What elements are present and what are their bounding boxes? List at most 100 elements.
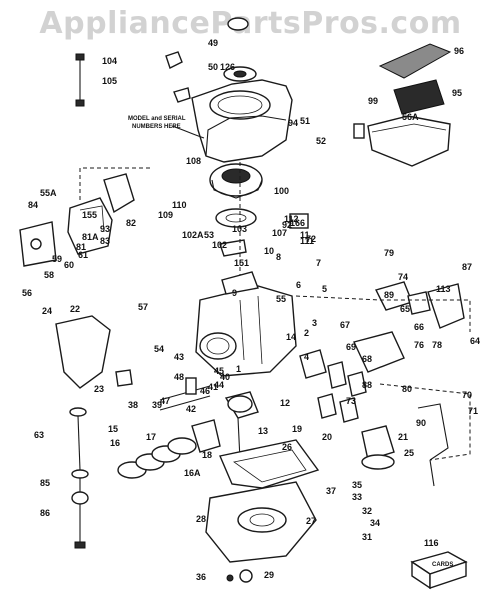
part-label: 50	[208, 62, 218, 72]
part-label: 59	[52, 254, 62, 264]
part-label: 56	[22, 288, 32, 298]
part-label: 108	[186, 156, 201, 166]
part-label: 5	[322, 284, 327, 294]
part-label: 99	[368, 96, 378, 106]
part-label: 45	[214, 366, 224, 376]
bolt-104	[75, 53, 85, 107]
part-label: 113	[436, 284, 451, 294]
part-label: 112	[284, 214, 299, 224]
part-label: 49	[208, 38, 218, 48]
valve-cover	[353, 281, 465, 373]
part-label: 16A	[184, 468, 201, 478]
part-label: 85	[40, 478, 50, 488]
part-label: 96	[454, 46, 464, 56]
cylinder-block	[195, 271, 297, 377]
part-label: 15	[108, 424, 118, 434]
flywheel	[209, 163, 309, 257]
part-label: 9	[232, 288, 237, 298]
part-label: 84	[28, 200, 38, 210]
part-label: 29	[264, 570, 274, 580]
part-label: 13	[258, 426, 268, 436]
part-label: 60	[64, 260, 74, 270]
piston-rings	[117, 437, 197, 479]
callout-line-1: MODEL and SERIAL	[128, 116, 186, 122]
part-label: 32	[362, 506, 372, 516]
part-label: 92	[282, 220, 292, 230]
part-label: 55A	[40, 188, 57, 198]
part-label: 39	[152, 400, 162, 410]
part-label: 35	[352, 480, 362, 490]
part-label: 38	[128, 400, 138, 410]
part-label: 87	[462, 262, 472, 272]
part-label: 70	[462, 390, 472, 400]
part-label: 111	[300, 236, 314, 246]
part-label: 43	[174, 352, 184, 362]
part-label: 22	[70, 304, 80, 314]
part-label: 151	[234, 258, 249, 268]
part-label: 94	[288, 118, 298, 128]
part-label: 41	[208, 382, 218, 392]
crankcase-gasket	[219, 439, 320, 489]
part-label: 166	[290, 218, 305, 228]
callout-line-2: NUMBERS HERE	[132, 124, 181, 130]
valve-parts	[159, 377, 211, 411]
recoil-cap	[223, 17, 257, 82]
part-label: 44	[214, 380, 224, 390]
part-label: 76	[414, 340, 424, 350]
part-label: 57	[138, 302, 148, 312]
part-label: 105	[102, 76, 117, 86]
box-label: CARDS	[432, 562, 453, 568]
part-label: 126	[220, 62, 235, 72]
part-label: 74	[398, 272, 408, 282]
part-label: 93	[100, 224, 110, 234]
part-label: 83	[100, 236, 110, 246]
part-label: 103	[232, 224, 247, 234]
part-label: 53	[204, 230, 214, 240]
part-label: 116	[424, 538, 439, 548]
part-label: 69	[346, 342, 356, 352]
part-label: 34	[370, 518, 380, 528]
part-label: 58	[44, 270, 54, 280]
part-label: 17	[146, 432, 156, 442]
part-label: 23	[94, 384, 104, 394]
part-label: 33	[352, 492, 362, 502]
part-label: 67	[340, 320, 350, 330]
part-label: 63	[34, 430, 44, 440]
part-label: 81	[76, 242, 86, 252]
part-label: 8	[276, 252, 281, 262]
part-label: 10	[264, 246, 274, 256]
part-label: 81A	[82, 232, 99, 242]
part-label: 56A	[402, 112, 419, 122]
part-label: 27	[306, 516, 316, 526]
part-label: 86	[40, 508, 50, 518]
part-label: 52	[316, 136, 326, 146]
part-label: 24	[42, 306, 52, 316]
part-label: 16	[110, 438, 120, 448]
part-label: 46	[200, 386, 210, 396]
part-label: 100	[274, 186, 289, 196]
part-label: 37	[326, 486, 336, 496]
part-label: 25	[404, 448, 414, 458]
part-label: 36	[196, 572, 206, 582]
part-label: 18	[202, 450, 212, 460]
part-label: 20	[322, 432, 332, 442]
part-label: 14	[286, 332, 296, 342]
model-serial-callout: MODEL and SERIAL NUMBERS HERE	[128, 116, 205, 139]
part-label: 110	[172, 200, 187, 210]
part-label: 78	[432, 340, 442, 350]
part-label: 55	[276, 294, 286, 304]
part-label: 64	[470, 336, 480, 346]
part-label: 72	[306, 234, 316, 244]
part-label: 82	[126, 218, 136, 228]
part-label: 89	[384, 290, 394, 300]
part-label: 6	[296, 280, 301, 290]
part-label: 65	[400, 304, 410, 314]
part-label: 3	[312, 318, 317, 328]
part-label: 104	[102, 56, 117, 66]
carburetor	[19, 173, 135, 267]
part-label: 54	[154, 344, 164, 354]
part-label: 26	[282, 442, 292, 452]
part-label: 68	[362, 354, 372, 364]
part-label: 102A	[182, 230, 204, 240]
